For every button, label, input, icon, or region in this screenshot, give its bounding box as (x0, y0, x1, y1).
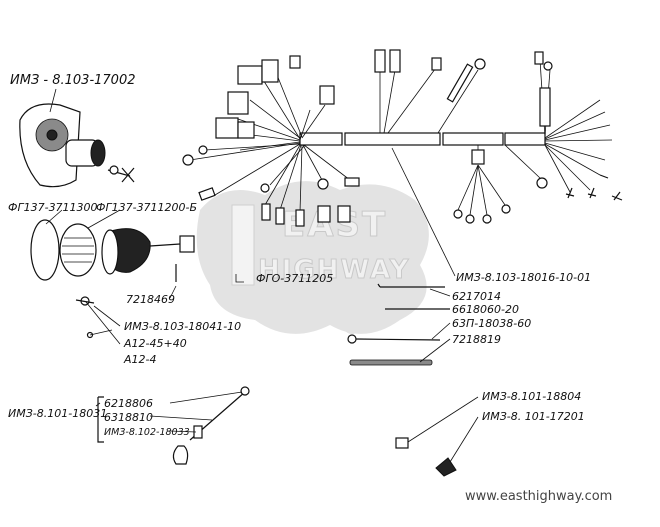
connector-small-1 (317, 205, 331, 223)
harness-sleeve-2 (344, 132, 441, 146)
headlamp-rim (30, 219, 60, 281)
bulb-a12-45-base (75, 299, 95, 304)
cable-sleeve-top (446, 63, 474, 103)
fork-terminal-4 (599, 174, 609, 179)
unit-coil-end (90, 139, 106, 167)
label-7218469: 7218469 (126, 293, 175, 306)
ring-terminal-b1 (453, 209, 463, 219)
right-drop-wire (504, 144, 541, 179)
watermark-h-mark (231, 204, 255, 286)
label-fg-3711300: ФГ137-3711300 (8, 201, 98, 214)
part-17201 (435, 457, 457, 477)
ring-terminal-b4 (501, 204, 511, 214)
ring-terminal-1 (182, 154, 194, 166)
ring-terminal-right (536, 177, 548, 189)
tube-7218819 (349, 359, 433, 366)
watermark: EAST HIGHWAY (196, 181, 429, 334)
connector-block-3 (227, 91, 249, 115)
unit-nut (109, 165, 119, 175)
connector-small-2 (337, 205, 351, 223)
right-wire-fan (539, 59, 613, 193)
headlamp-lens-pattern (62, 237, 94, 263)
main-harness (182, 49, 623, 227)
watermark-url: www.easthighway.com (465, 489, 612, 504)
watermark-drop (343, 316, 361, 334)
bullet-terminal-3 (275, 207, 285, 225)
ring-terminal-3 (317, 178, 329, 190)
connector-block-4 (215, 117, 239, 139)
label-6618060: 6618060-20 (452, 303, 519, 316)
loose-wires (347, 283, 450, 366)
fgo-bulb-shape (235, 274, 244, 283)
label-imz-18033: ИМЗ-8.102-18033 (104, 427, 190, 438)
label-imz-18804: ИМЗ-8.101-18804 (482, 390, 581, 403)
label-6218806: 6218806 (104, 397, 153, 410)
unit-hub (46, 129, 58, 141)
plug-top-2 (389, 49, 401, 73)
ignition-unit (19, 103, 135, 188)
ring-terminal-top (474, 58, 486, 70)
connector-block-2 (261, 59, 279, 83)
leader-lines (45, 88, 479, 463)
plug-top-right-1 (543, 61, 553, 71)
label-fg-3711200b: ФГ137-3711200-Б (96, 201, 197, 214)
connector-block-7 (319, 85, 335, 105)
wire-63p-18038 (355, 338, 441, 341)
cable-terminal (240, 386, 250, 396)
branch-clip (471, 149, 485, 165)
fork-terminal-1 (611, 191, 623, 201)
headlamp-plug (179, 235, 195, 253)
label-imz-17002: ИМЗ - 8.103-17002 (10, 73, 136, 88)
label-6217014: 6217014 (452, 290, 501, 303)
label-a12-4: А12-4 (123, 353, 157, 366)
label-imz-18031: ИМЗ-8.101-18031 (8, 407, 107, 420)
label-6318810: 6318810 (104, 411, 153, 424)
leader-a12-4 (89, 329, 113, 336)
watermark-line2: HIGHWAY (258, 255, 411, 285)
headlamp-lens (59, 223, 97, 277)
bullet-terminal-1 (198, 187, 216, 201)
label-fgo-3711205: ФГО-3711205 (256, 272, 333, 285)
fork-terminal-2 (587, 187, 597, 199)
harness-sleeve-1 (299, 132, 343, 146)
harness-sleeve-4 (504, 132, 546, 146)
label-imz-18016: ИМЗ-8.103-18016-10-01 (456, 271, 591, 284)
connector-block-5 (237, 121, 255, 139)
ring-terminal-b3 (482, 214, 492, 224)
bullet-terminal-5 (344, 177, 360, 187)
bracket-18031 (97, 396, 104, 443)
wire-63p-ring (347, 334, 357, 344)
connector-block-6 (289, 55, 301, 69)
ring-terminal-4 (260, 183, 270, 193)
top-wire-group (379, 64, 479, 134)
plug-top-1 (374, 49, 386, 73)
plug-top-right-2 (534, 51, 544, 65)
ignition-cable-set (172, 386, 250, 465)
plug-top-3 (431, 57, 442, 71)
bullet-terminal-4 (295, 209, 305, 227)
label-imz-17201: ИМЗ-8. 101-17201 (482, 410, 585, 423)
unit-washer-icon (121, 167, 135, 183)
headlamp-assembly (30, 219, 195, 282)
fork-terminal-3 (565, 187, 575, 199)
label-imz-18041: ИМЗ-8.103-18041-10 (124, 320, 241, 333)
connector-column (539, 87, 551, 127)
watermark-splash (196, 181, 429, 334)
headlamp-cable (149, 243, 181, 247)
spark-plug-cap (172, 445, 189, 465)
label-63p-18038: 63П-18038-60 (452, 317, 531, 330)
ring-terminal-b2 (465, 214, 475, 224)
harness-sleeve-3 (442, 132, 504, 146)
label-7218819: 7218819 (452, 333, 501, 346)
bullet-terminal-2 (261, 203, 271, 221)
label-a12-45-40: А12-45+40 (123, 337, 187, 350)
ring-terminal-2 (198, 145, 208, 155)
headlamp-shell-face (101, 229, 119, 275)
labels: ИМЗ - 8.103-17002 ФГ137-3711300 ФГ137-37… (8, 73, 591, 438)
connector-block-1 (237, 65, 263, 85)
part-18804 (395, 437, 409, 449)
